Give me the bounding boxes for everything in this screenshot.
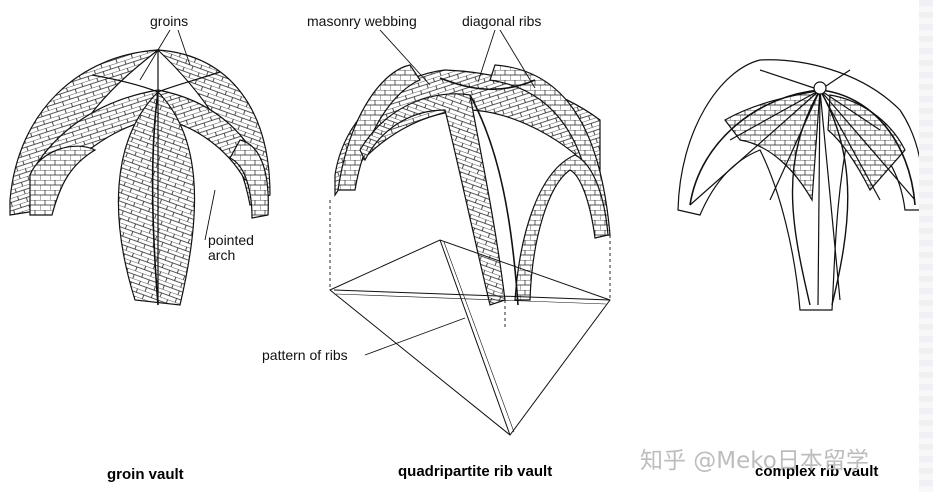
leader-lines [139, 29, 536, 356]
groin-vault-drawing [9, 49, 271, 306]
quadripartite-vault-drawing [329, 64, 611, 436]
caption-groin-vault: groin vault [107, 466, 184, 483]
caption-quadripartite-rib-vault: quadripartite rib vault [398, 463, 553, 480]
label-diagonal-ribs: diagonal ribs [462, 13, 542, 29]
complex-vault-drawing [677, 59, 924, 311]
label-masonry-webbing: masonry webbing [307, 13, 417, 29]
watermark: 知乎 @Meko日本留学 [640, 448, 869, 474]
caption-complex-rib-vault: complex rib vault [755, 463, 879, 480]
page-edge [919, 0, 933, 492]
label-groins: groins [150, 13, 189, 29]
label-pattern-of-ribs: pattern of ribs [262, 347, 348, 363]
label-pointed-arch: pointed arch [208, 232, 254, 263]
